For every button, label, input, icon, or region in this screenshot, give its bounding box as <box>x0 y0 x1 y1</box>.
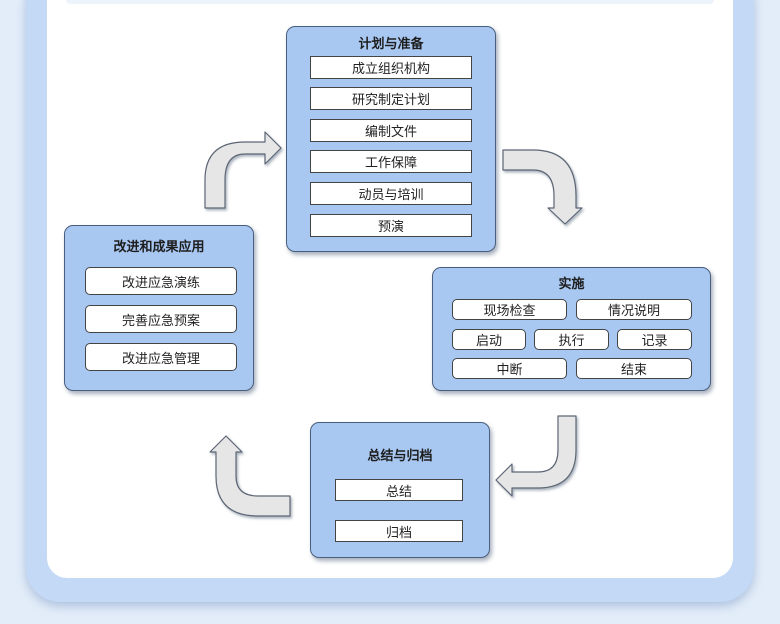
summary-item-archive: 归档 <box>335 520 463 542</box>
arrow-plan-to-implement <box>502 149 583 225</box>
improve-item-drill: 改进应急演练 <box>85 267 237 295</box>
improve-panel: 改进和成果应用 改进应急演练 完善应急预案 改进应急管理 <box>64 225 254 391</box>
implement-item-end: 结束 <box>576 358 692 379</box>
implement-item-onsite-check: 现场检查 <box>452 299 567 320</box>
implement-item-start: 启动 <box>452 329 526 350</box>
arrow-improve-to-plan <box>204 131 282 209</box>
summary-item-summarize: 总结 <box>335 479 463 501</box>
improve-item-management: 改进应急管理 <box>85 343 237 371</box>
plan-item-2: 研究制定计划 <box>310 87 472 110</box>
implement-item-record: 记录 <box>617 329 692 350</box>
plan-item-5: 动员与培训 <box>310 182 472 205</box>
plan-title: 计划与准备 <box>358 37 424 52</box>
plan-item-6: 预演 <box>310 214 472 237</box>
plan-panel: 计划与准备 成立组织机构 研究制定计划 编制文件 工作保障 动员与培训 预演 <box>286 26 496 252</box>
plan-item-1: 成立组织机构 <box>310 56 472 79</box>
implement-item-explanation: 情况说明 <box>576 299 692 320</box>
summary-title: 总结与归档 <box>367 449 433 464</box>
implement-item-execute: 执行 <box>534 329 609 350</box>
improve-item-plan: 完善应急预案 <box>85 305 237 333</box>
implement-item-interrupt: 中断 <box>452 358 567 379</box>
implement-title: 实施 <box>558 277 585 292</box>
arrow-implement-to-summary <box>495 415 577 497</box>
implement-panel: 实施 现场检查 情况说明 启动 执行 记录 中断 结束 <box>432 267 711 391</box>
arrow-summary-to-improve <box>209 435 291 517</box>
plan-item-3: 编制文件 <box>310 119 472 142</box>
improve-title: 改进和成果应用 <box>113 240 205 255</box>
top-strip <box>66 0 714 4</box>
summary-panel: 总结与归档 总结 归档 <box>310 422 490 558</box>
plan-item-4: 工作保障 <box>310 150 472 173</box>
